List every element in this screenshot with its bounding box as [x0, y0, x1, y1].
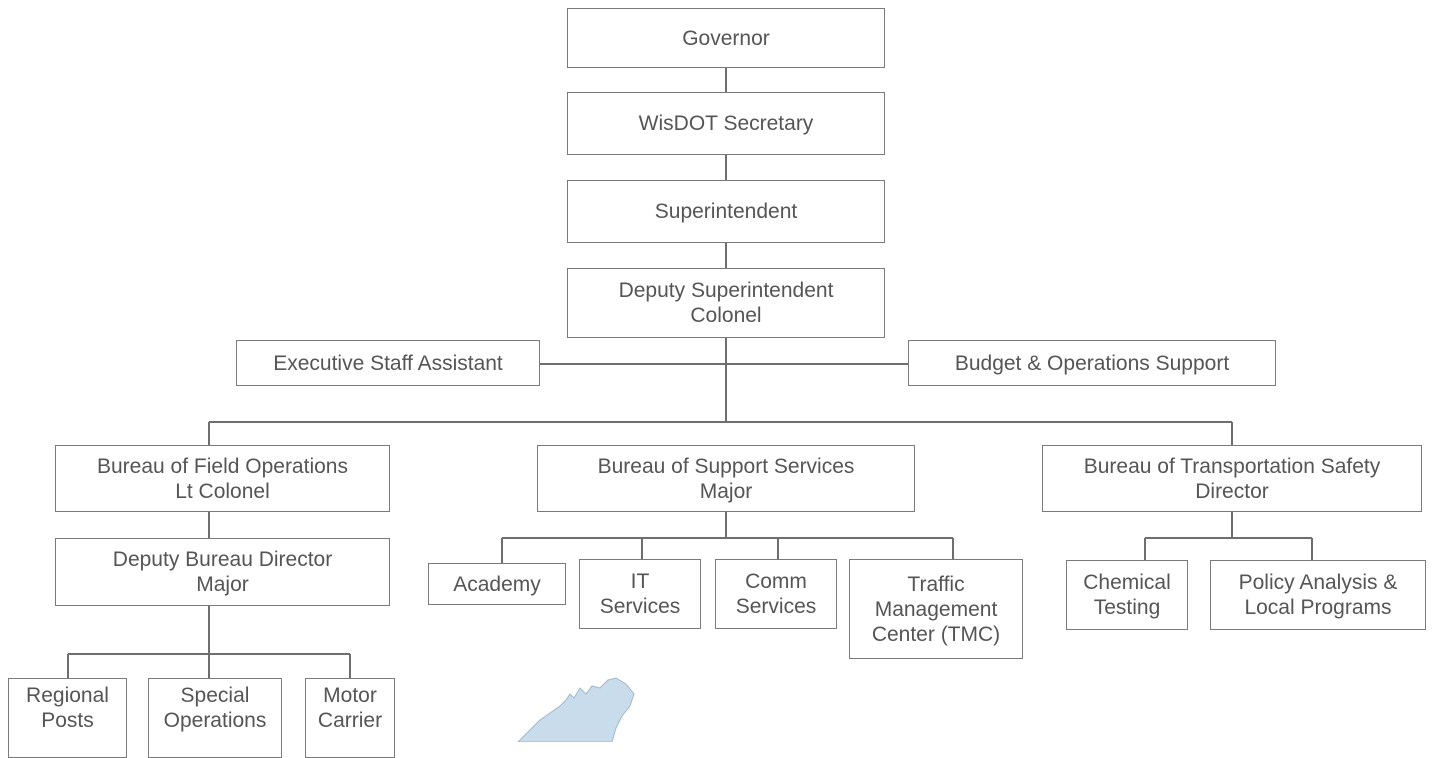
bureau-field-operations-box: Bureau of Field Operations Lt Colonel: [55, 445, 390, 512]
governor-box: Governor: [567, 8, 885, 68]
policy-analysis-box: Policy Analysis & Local Programs: [1210, 560, 1426, 630]
connector-lines: [67, 68, 1313, 743]
bureau-support-services-box: Bureau of Support Services Major: [537, 445, 915, 512]
org-chart: Governor WisDOT Secretary Superintendent…: [8, 8, 1426, 758]
comm-services-box: Comm Services: [715, 559, 837, 629]
wisconsin-map-shape: [516, 677, 635, 743]
special-operations-box: Special Operations: [148, 678, 282, 758]
it-services-box: IT Services: [579, 559, 701, 629]
executive-staff-assistant-box: Executive Staff Assistant: [236, 340, 540, 386]
chemical-testing-box: Chemical Testing: [1066, 560, 1188, 630]
deputy-superintendent-box: Deputy Superintendent Colonel: [567, 268, 885, 338]
regional-posts-box: Regional Posts: [8, 678, 127, 758]
academy-box: Academy: [428, 563, 566, 605]
superintendent-box: Superintendent: [567, 180, 885, 243]
bureau-transportation-safety-box: Bureau of Transportation Safety Director: [1042, 445, 1422, 512]
budget-operations-support-box: Budget & Operations Support: [908, 340, 1276, 386]
deputy-bureau-director-box: Deputy Bureau Director Major: [55, 538, 390, 606]
motor-carrier-box: Motor Carrier: [305, 678, 395, 758]
secretary-box: WisDOT Secretary: [567, 92, 885, 155]
traffic-management-center-box: Traffic Management Center (TMC): [849, 559, 1023, 659]
